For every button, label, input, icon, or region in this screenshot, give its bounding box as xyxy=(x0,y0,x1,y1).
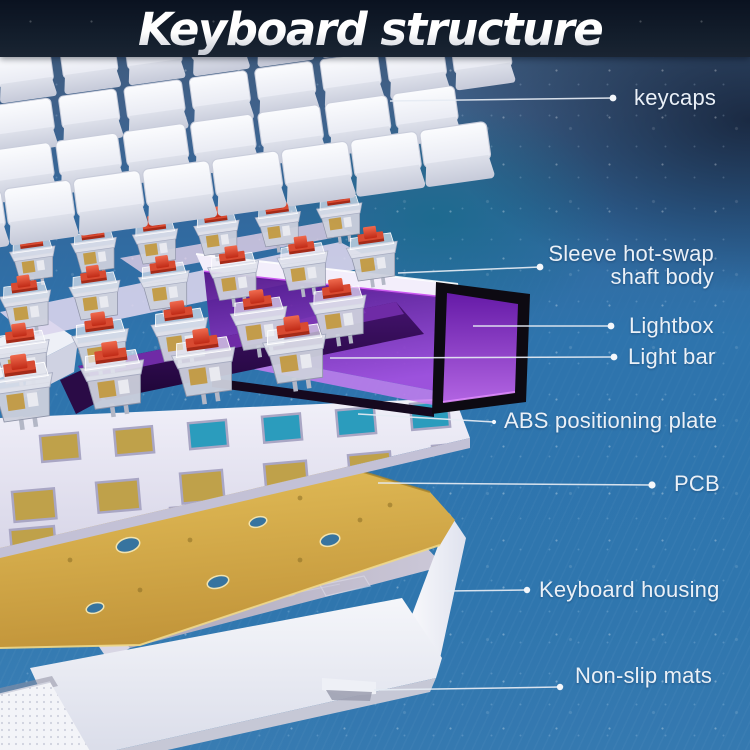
label-sleeve-line1: Sleeve hot-swap xyxy=(548,241,714,266)
page-title: Keyboard structure xyxy=(138,3,604,56)
label-pcb: PCB xyxy=(674,471,720,496)
label-sleeve: Sleeve hot-swap shaft body xyxy=(548,242,714,288)
leader-line-sleeve xyxy=(397,266,541,274)
leader-dot-mats xyxy=(556,683,564,691)
label-lightbox: Lightbox xyxy=(629,313,714,338)
leader-line-abs-plate xyxy=(357,413,495,423)
leader-line-mats xyxy=(373,686,561,691)
mat-tab-illustration xyxy=(322,678,376,701)
leader-lines xyxy=(329,97,653,691)
title-band xyxy=(0,0,750,57)
leader-line-pcb xyxy=(377,482,653,486)
leader-line-light-bar xyxy=(329,356,615,359)
label-mats: Non-slip mats xyxy=(575,663,713,688)
leader-dot-housing xyxy=(523,586,531,594)
leader-dot-abs-plate xyxy=(491,419,497,425)
non-slip-mat-illustration xyxy=(0,676,90,750)
label-abs-plate: ABS positioning plate xyxy=(504,408,718,433)
leader-dot-keycaps xyxy=(609,94,617,102)
leader-dot-sleeve xyxy=(536,263,544,271)
label-keycaps: keycaps xyxy=(634,85,717,110)
positioning-plate-illustration xyxy=(0,398,470,558)
label-sleeve-line2: shaft body xyxy=(610,264,714,289)
leader-dot-lightbox xyxy=(607,322,615,330)
leader-dot-light-bar xyxy=(610,353,618,361)
leader-dots xyxy=(491,94,656,691)
label-light-bar: Light bar xyxy=(628,344,716,369)
leader-dot-pcb xyxy=(648,481,656,489)
leader-line-housing xyxy=(445,589,528,592)
leader-line-keycaps xyxy=(389,97,614,102)
label-housing: Keyboard housing xyxy=(539,577,720,602)
